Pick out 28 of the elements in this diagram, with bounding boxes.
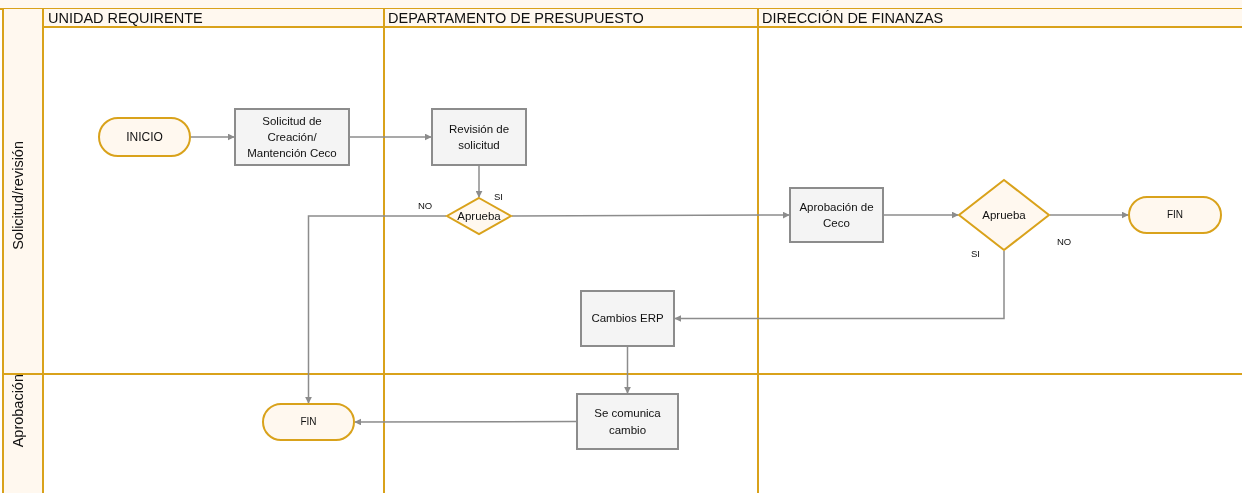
edge-label: NO <box>1056 236 1073 248</box>
edge-label: SI <box>970 248 981 260</box>
decision-diamond: Aprueba <box>958 179 1050 251</box>
process-box: Aprobación de Ceco <box>789 187 884 243</box>
arrow <box>883 211 959 219</box>
lane-header: DIRECCIÓN DE FINANZAS <box>762 9 944 27</box>
arrow <box>190 133 235 141</box>
lane-label: Aprobación <box>10 374 26 448</box>
lane-header: DEPARTAMENTO DE PRESUPUESTO <box>388 9 644 27</box>
arrow <box>674 250 1005 322</box>
arrow <box>624 346 631 394</box>
process-box: Solicitud de Creación/ Mantención Ceco <box>234 108 350 166</box>
process-box: Revisión de solicitud <box>431 108 527 166</box>
lane-header: UNIDAD REQUIRENTE <box>48 9 203 27</box>
arrow <box>305 215 447 404</box>
arrow <box>349 133 432 141</box>
process-box: Se comunica cambio <box>576 393 679 450</box>
arrow <box>1049 211 1129 219</box>
edge-label: SI <box>493 191 504 203</box>
terminator-shape: FIN <box>262 403 355 441</box>
arrow <box>475 165 483 198</box>
process-box: Cambios ERP <box>580 290 675 347</box>
terminator-shape: FIN <box>1128 196 1222 234</box>
arrow <box>511 211 790 219</box>
lane-label: Solicitud/revisión <box>10 140 26 250</box>
arrow <box>354 418 577 426</box>
edge-label: NO <box>417 200 434 212</box>
terminator-shape: INICIO <box>98 117 191 157</box>
